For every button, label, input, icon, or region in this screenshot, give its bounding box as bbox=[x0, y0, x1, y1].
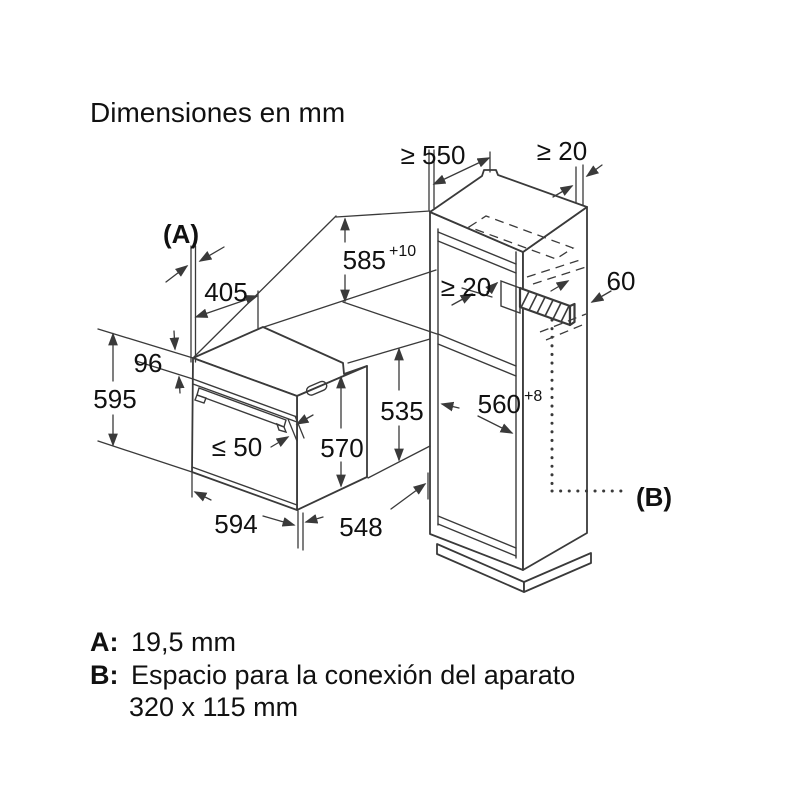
label-top-depth: 405 bbox=[204, 277, 247, 307]
cabinet-plinth bbox=[436, 543, 592, 593]
cabinet-niche-ceiling bbox=[437, 231, 517, 274]
label-niche-width: 560 bbox=[478, 389, 521, 419]
label-oven-width: 594 bbox=[214, 509, 257, 539]
dim-oven-top-depth bbox=[194, 290, 259, 329]
connection-leader-dotted bbox=[550, 318, 629, 493]
label-door-height: 570 bbox=[320, 433, 363, 463]
page-title: Dimensiones en mm bbox=[90, 97, 345, 128]
label-oven-depth: 548 bbox=[339, 512, 382, 542]
dim-oven-height bbox=[97, 332, 193, 473]
label-a-ref: (A) bbox=[163, 219, 199, 249]
legend-a-label: A: bbox=[90, 627, 119, 657]
label-cabinet-depth: ≥ 550 bbox=[401, 140, 466, 170]
dim-niche-width bbox=[440, 401, 514, 434]
label-connection-gap: ≥ 20 bbox=[441, 272, 491, 302]
dim-oven-width bbox=[191, 472, 304, 551]
legend-a-text: 19,5 mm bbox=[131, 627, 236, 657]
legend-b-text: Espacio para la conexión del aparato bbox=[131, 660, 575, 690]
label-connection-offset: 60 bbox=[607, 266, 636, 296]
label-niche-height: 585 bbox=[343, 245, 386, 275]
dim-connection-offset bbox=[550, 280, 612, 303]
dim-cabinet-depth bbox=[428, 149, 491, 211]
cabinet-drawing bbox=[429, 169, 629, 593]
dim-niche-height bbox=[335, 210, 438, 335]
dim-connection-gap bbox=[451, 281, 499, 306]
oven-front-face bbox=[191, 357, 298, 511]
dim-rear-wall-gap bbox=[552, 164, 603, 206]
alignment-lines bbox=[193, 215, 437, 358]
cabinet-bottom-floor bbox=[437, 515, 517, 557]
legend-b-text2: 320 x 115 mm bbox=[129, 692, 298, 722]
label-rear-height: 535 bbox=[380, 396, 423, 426]
labels: Dimensiones en mm (A) 405 96 595 ≤ 50 57… bbox=[90, 97, 672, 722]
label-niche-width-tol: +8 bbox=[524, 388, 542, 405]
label-rear-gap: ≥ 20 bbox=[537, 136, 587, 166]
label-b-ref: (B) bbox=[636, 482, 672, 512]
connection-space-hatched bbox=[518, 286, 576, 327]
label-handle-depth: ≤ 50 bbox=[212, 432, 262, 462]
cabinet-niche-floor bbox=[437, 333, 517, 377]
oven-door-handle bbox=[194, 387, 288, 434]
label-niche-height-tol: +10 bbox=[389, 243, 416, 260]
dim-handle-depth bbox=[270, 414, 314, 448]
connection-gap-strip bbox=[500, 279, 521, 315]
oven-control-strip bbox=[192, 378, 298, 423]
dimension-annotations bbox=[97, 149, 612, 551]
label-strip-height: 96 bbox=[134, 348, 163, 378]
dim-oven-depth bbox=[304, 472, 429, 524]
dim-rear-height bbox=[347, 338, 431, 479]
oven-side-grip-slot bbox=[305, 380, 328, 396]
cabinet-vent-opening bbox=[467, 215, 575, 260]
oven-drawing bbox=[191, 326, 368, 511]
legend-b-label: B: bbox=[90, 660, 119, 690]
oven-door-bottom-line bbox=[191, 466, 298, 506]
label-total-height: 595 bbox=[93, 384, 136, 414]
